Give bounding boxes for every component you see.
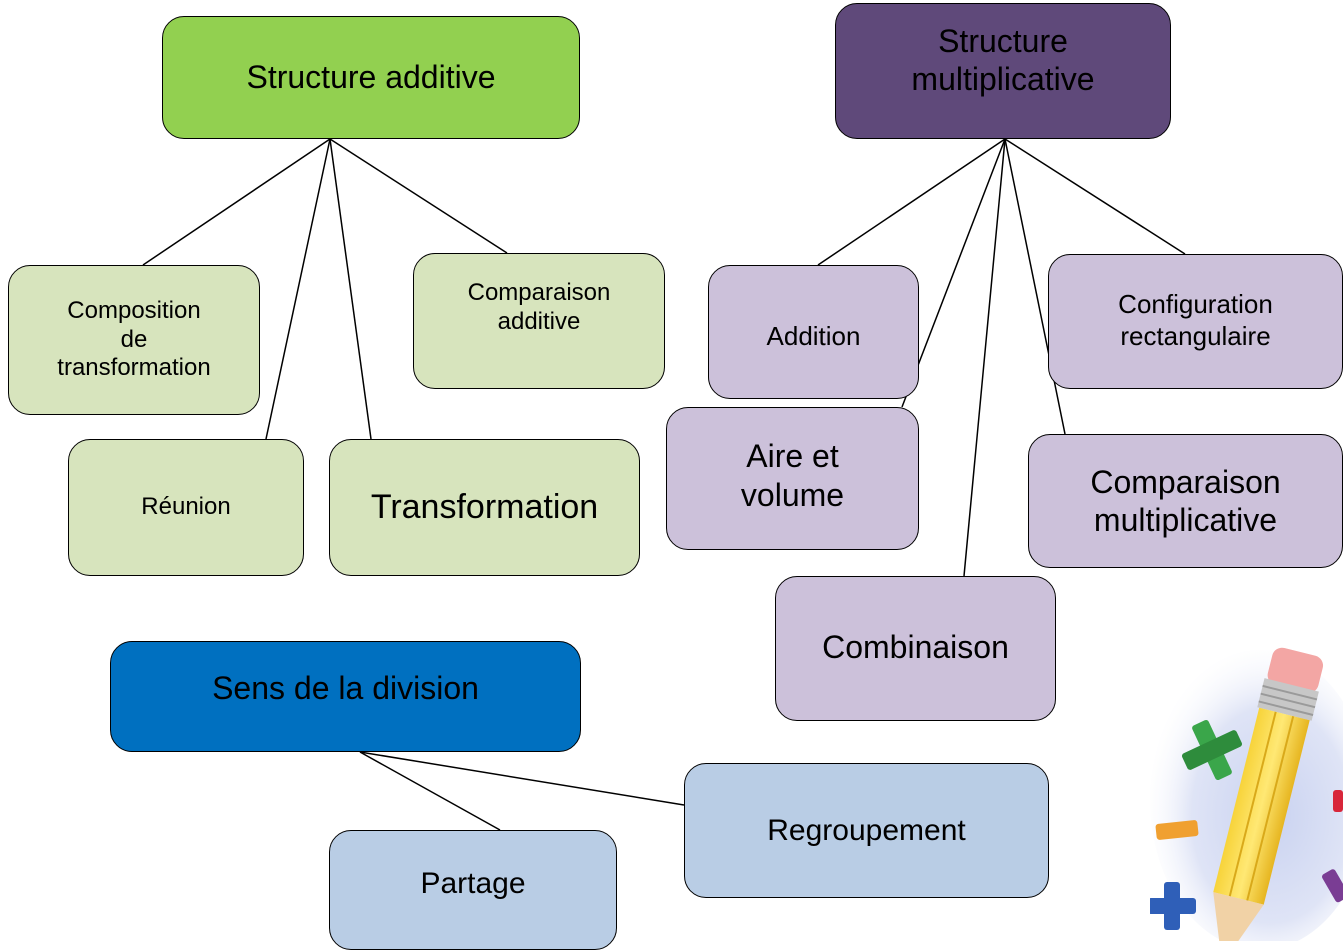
node-partage: Partage bbox=[329, 830, 617, 950]
node-label: Composition de transformation bbox=[57, 296, 211, 382]
node-label: Transformation bbox=[370, 488, 599, 527]
plus-icon bbox=[1150, 882, 1196, 930]
pencil-icon bbox=[1213, 647, 1324, 941]
connector-additive-transformation bbox=[329, 138, 372, 440]
node-label: Réunion bbox=[141, 493, 231, 521]
node-label: Aire et volume bbox=[740, 438, 845, 513]
node-sens-division: Sens de la division bbox=[110, 641, 581, 752]
node-reunion: Réunion bbox=[68, 439, 304, 576]
node-label: Regroupement bbox=[767, 813, 966, 847]
node-label: Sens de la division bbox=[212, 670, 479, 707]
node-label: Configuration rectangulaire bbox=[1118, 289, 1273, 351]
node-label: Partage bbox=[420, 867, 526, 900]
node-comparaison-additive: Comparaison additive bbox=[413, 253, 665, 389]
node-addition: Addition bbox=[708, 265, 919, 399]
math-pencil-illustration bbox=[1150, 647, 1343, 941]
connector-mult-combinaison bbox=[963, 138, 1006, 577]
node-transformation: Transformation bbox=[329, 439, 640, 576]
node-structure-additive: Structure additive bbox=[162, 16, 580, 139]
minus-icon bbox=[1155, 820, 1199, 840]
node-combinaison: Combinaison bbox=[775, 576, 1056, 721]
connector-mult-configuration bbox=[1004, 138, 1186, 255]
node-structure-multiplicative: Structure multiplicative bbox=[835, 3, 1171, 139]
connector-division-regroupement bbox=[359, 751, 685, 806]
connector-mult-aire bbox=[901, 138, 1006, 408]
multiply-icon bbox=[1181, 719, 1243, 781]
node-regroupement: Regroupement bbox=[684, 763, 1049, 898]
node-label: Comparaison multiplicative bbox=[1090, 463, 1281, 538]
node-aire-volume: Aire et volume bbox=[666, 407, 919, 550]
connector-mult-addition bbox=[817, 138, 1006, 266]
node-composition-transformation: Composition de transformation bbox=[8, 265, 260, 415]
node-label: Structure additive bbox=[246, 59, 496, 96]
node-label: Combinaison bbox=[822, 629, 1009, 666]
connector-additive-composition bbox=[142, 138, 331, 266]
node-label: Addition bbox=[766, 321, 861, 352]
connector-mult-comparaison bbox=[1004, 138, 1066, 435]
connector-division-partage bbox=[359, 751, 501, 831]
node-label: Structure multiplicative bbox=[911, 22, 1095, 97]
node-configuration-rectangulaire: Configuration rectangulaire bbox=[1048, 254, 1343, 389]
connector-additive-reunion bbox=[265, 138, 331, 440]
node-comparaison-multiplicative: Comparaison multiplicative bbox=[1028, 434, 1343, 568]
node-label: Comparaison additive bbox=[467, 279, 611, 335]
connector-additive-comparaison bbox=[329, 138, 508, 254]
